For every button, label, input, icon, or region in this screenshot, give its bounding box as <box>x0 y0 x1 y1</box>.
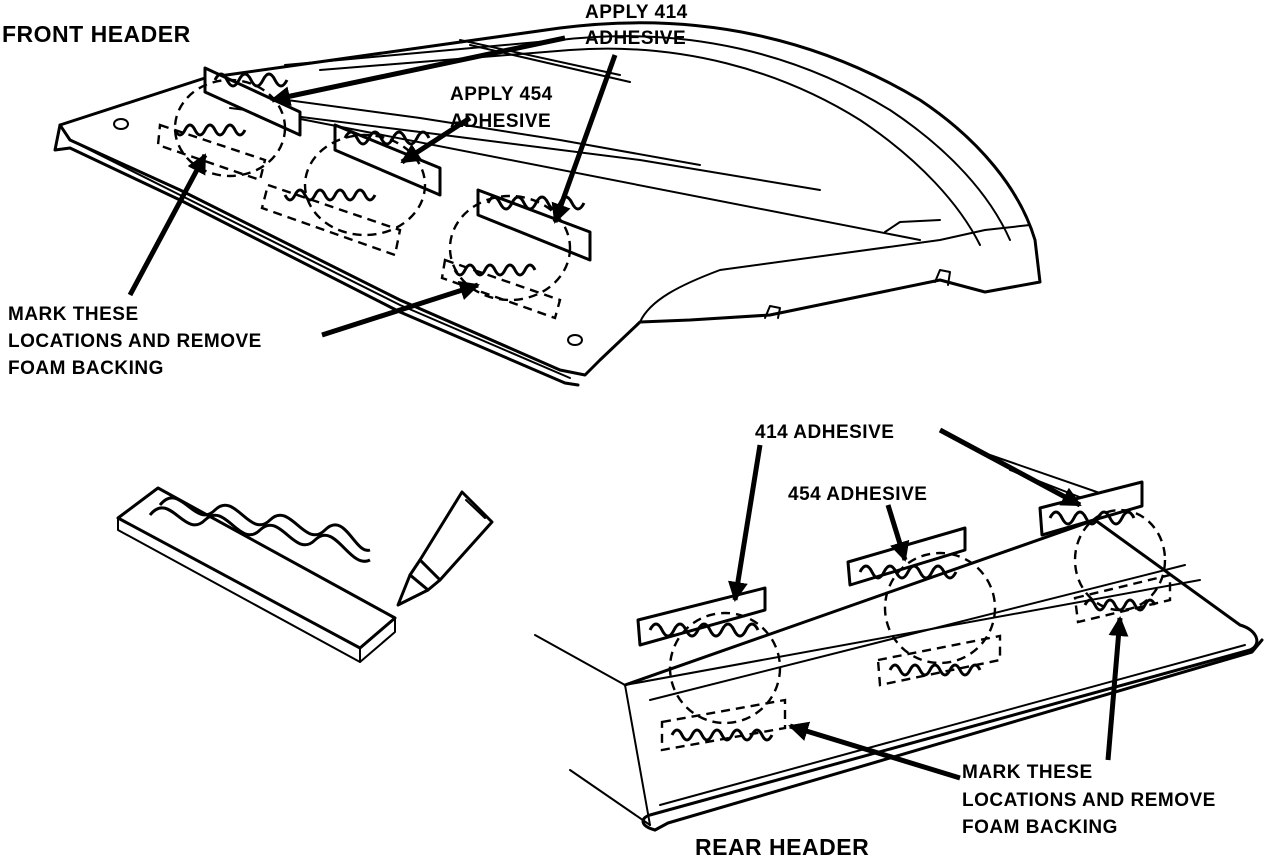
rear-dashed-locations <box>660 508 1172 752</box>
adhesive-pad-icon <box>116 486 397 663</box>
rear-mark-label-line2: LOCATIONS AND REMOVE <box>962 790 1216 811</box>
rear-mark-label-line3: FOAM BACKING <box>962 817 1118 838</box>
apply-414-label-line2: ADHESIVE <box>585 28 686 49</box>
rear-414-label: 414 ADHESIVE <box>755 422 894 443</box>
arrow-apply-454 <box>400 115 472 165</box>
front-mark-label-line2: LOCATIONS AND REMOVE <box>8 331 262 352</box>
rear-pad-3 <box>1038 480 1144 537</box>
adhesive-tube-icon <box>396 490 494 607</box>
rear-header-label: REAR HEADER <box>695 834 869 860</box>
rear-pad-1 <box>636 586 767 647</box>
rear-mark-label-line1: MARK THESE <box>962 762 1093 783</box>
arrow-apply-414 <box>270 35 566 107</box>
front-dashed-locations <box>156 78 572 320</box>
apply-454-label-line1: APPLY 454 <box>450 84 553 105</box>
arrow-rear-mark-2 <box>1105 616 1129 761</box>
arrow-apply-414-pad3 <box>551 54 618 224</box>
arrow-front-mark-1 <box>127 153 208 297</box>
arrow-rear-mark-1 <box>788 721 961 781</box>
rear-454-label: 454 ADHESIVE <box>788 484 927 505</box>
arrow-rear-414-left <box>727 444 763 602</box>
front-mark-label-line3: FOAM BACKING <box>8 358 164 379</box>
arrow-front-mark-2 <box>321 280 480 338</box>
arrow-rear-414-right <box>938 427 1082 508</box>
front-mark-label-line1: MARK THESE <box>8 304 139 325</box>
apply-454-label-line2: ADHESIVE <box>450 111 551 132</box>
front-header-label: FRONT HEADER <box>2 21 191 47</box>
apply-414-label-line1: APPLY 414 <box>585 2 688 23</box>
front-header-panel <box>53 21 1042 387</box>
arrow-rear-454 <box>885 504 910 562</box>
